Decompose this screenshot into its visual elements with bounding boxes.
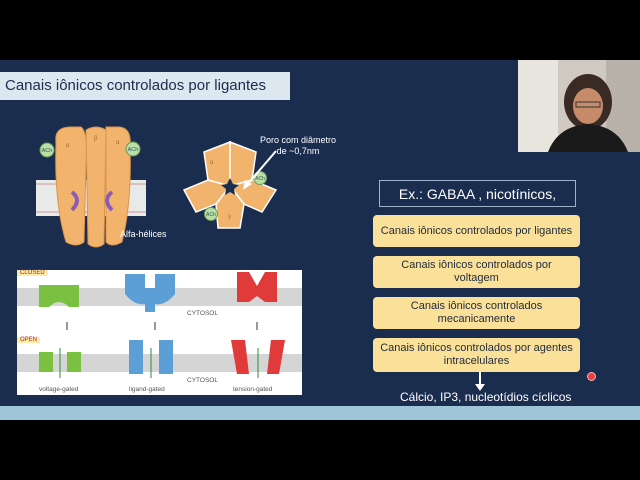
box-mechanical-channels: Canais iônicos controlados mecanicamente <box>373 297 580 329</box>
ach-site-right: ACh <box>126 142 140 156</box>
down-arrow-icon <box>474 372 486 392</box>
caption-ligand-gated: ligand-gated <box>129 386 165 393</box>
webcam-video <box>518 60 640 152</box>
svg-text:ACh: ACh <box>206 212 216 218</box>
svg-text:ACh: ACh <box>128 147 139 153</box>
example-box: Ex.: GABAA , nicotínicos, NMDA <box>379 180 576 207</box>
slide-title: Canais iônicos controlados por ligantes <box>0 72 290 100</box>
subunit-alpha-label: α <box>66 143 70 149</box>
alpha-helix-label: Alfa-hélices <box>120 229 167 240</box>
cytosol-label-top: CYTOSOL <box>187 310 218 317</box>
subunit-beta-label: β <box>94 136 98 142</box>
slide-bottom-strip <box>0 406 640 420</box>
ach-site-left: ACh <box>40 143 54 157</box>
pore-label: Poro com diâmetro de ~0,7nm <box>256 135 340 157</box>
subunit-alpha-label-2: α <box>116 140 120 146</box>
cytosol-label-bottom: CYTOSOL <box>187 377 218 384</box>
svg-text:ACh: ACh <box>42 148 53 154</box>
top-gamma-label: γ <box>228 214 231 220</box>
box-voltage-channels: Canais iônicos controlados por voltagem <box>373 256 580 288</box>
top-ach-site-2: ACh <box>205 208 218 221</box>
laser-pointer-icon <box>587 372 596 381</box>
box-intracellular-channels: Canais iônicos controlados por agentes i… <box>373 338 580 372</box>
box-ligand-channels: Canais iônicos controlados por ligantes <box>373 215 580 247</box>
top-alpha-label: α <box>210 160 214 166</box>
caption-tension-gated: tension-gated <box>233 386 272 393</box>
caption-voltage-gated: voltage-gated <box>39 386 78 393</box>
channel-types-diagram: CLOSED OPEN CYTOSOL CYTOSOL voltage-gate… <box>17 270 302 395</box>
footer-text: Cálcio, IP3, nucleotídios cíclicos <box>400 390 571 404</box>
